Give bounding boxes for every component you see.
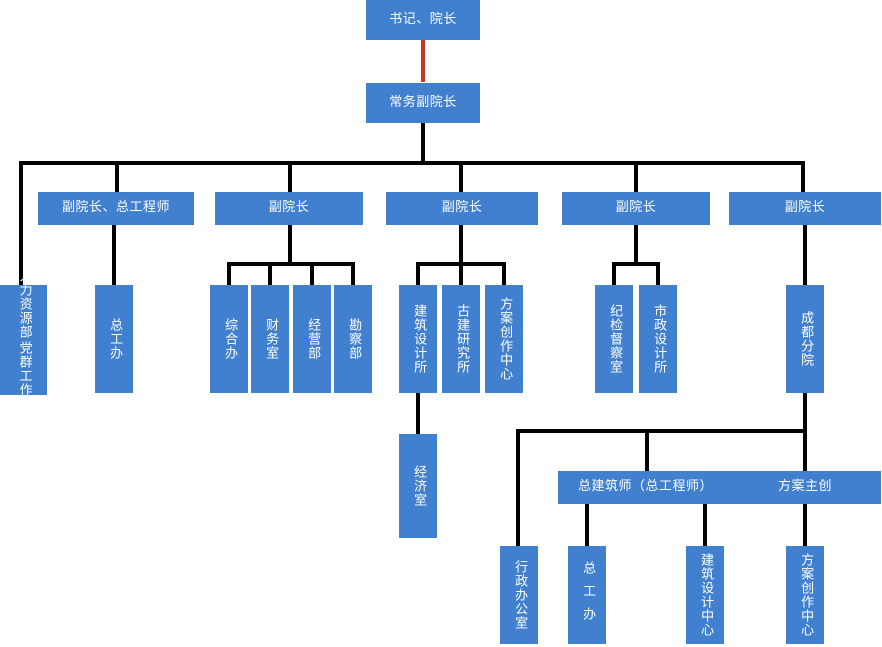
node-vice-dean-5[interactable]: 副院长 [729, 192, 881, 225]
connector-drop-arch-design-center [703, 504, 707, 546]
connector-drop-vice-dean-chief-engineer [115, 161, 119, 192]
node-scheme-creation-center-2[interactable]: 方案创作中心 [786, 546, 824, 644]
connector-drop-vice-dean-4 [634, 161, 638, 192]
node-vice-dean-3[interactable]: 副院长 [386, 192, 538, 225]
connector-chengdu-branch [803, 225, 807, 285]
node-chengdu-branch[interactable]: 成都分院 [786, 285, 824, 393]
connector-drop-vice-dean-2 [288, 161, 292, 192]
connector-vicedean2-stem [288, 225, 292, 263]
connector-drop-chief-engineer-office-2 [585, 504, 589, 546]
connector-drop-arch-design-institute [416, 262, 420, 285]
connector-drop-municipal-design [656, 262, 660, 285]
node-chief-engineer-office[interactable]: 总工办 [95, 285, 133, 393]
connector-drop-hr-party [19, 161, 23, 285]
connector-vicedean4-bus [612, 262, 660, 266]
connector-drop-ancient-arch-research [459, 262, 463, 285]
node-scheme-creation-center[interactable]: 方案创作中心 [485, 285, 523, 393]
node-operations-dept[interactable]: 经营部 [293, 285, 331, 393]
connector-economics-office [416, 393, 420, 434]
node-chief-architect[interactable]: 总建筑师（总工程师） [558, 471, 733, 504]
connector-drop-scheme-creation-center-2 [803, 504, 807, 546]
connector-drop-scheme-lead [803, 429, 807, 471]
node-party-work-dept-label: 党群工作部 [16, 341, 32, 411]
connector-vicedean4-stem [634, 225, 638, 263]
connector-drop-discipline-inspection [612, 262, 616, 285]
connector-drop-operations-dept [310, 262, 314, 285]
node-scheme-lead[interactable]: 方案主创 [729, 471, 881, 504]
connector-level3-bus [19, 161, 805, 165]
node-vice-dean-4[interactable]: 副院长 [562, 192, 710, 225]
connector-chengdu-stem [803, 393, 807, 432]
node-finance-office[interactable]: 财务室 [251, 285, 289, 393]
node-admin-office[interactable]: 行政办公室 [500, 546, 538, 644]
connector-drop-general-office [227, 262, 231, 285]
connector-vicedean3-stem [459, 225, 463, 263]
connector-exec-vice-dean-stem [421, 123, 425, 161]
node-ancient-arch-research[interactable]: 古建研究所 [442, 285, 480, 393]
connector-drop-chief-architect [645, 429, 649, 471]
connector-chief-engineer-office [112, 225, 116, 285]
connector-dean-to-exec-vice-dean [421, 40, 425, 82]
connector-drop-vice-dean-5 [801, 161, 805, 192]
node-survey-dept[interactable]: 勘察部 [334, 285, 372, 393]
node-secretary-dean[interactable]: 书记、院长 [366, 0, 480, 40]
node-chief-engineer-office-2[interactable]: 总工办 [568, 546, 606, 644]
node-executive-vice-dean[interactable]: 常务副院长 [366, 83, 480, 123]
connector-drop-admin-office [516, 429, 520, 546]
connector-drop-vice-dean-3 [459, 161, 463, 192]
node-hr-and-party-work[interactable]: 人力资源部 党群工作部 [0, 269, 47, 411]
connector-drop-survey-dept [351, 262, 355, 285]
node-arch-design-center[interactable]: 建筑设计中心 [686, 546, 724, 644]
connector-drop-scheme-creation-center [502, 262, 506, 285]
node-vice-dean-2[interactable]: 副院长 [215, 192, 363, 225]
connector-chengdu-bus [516, 429, 807, 433]
node-general-office[interactable]: 综合办 [210, 285, 248, 393]
node-discipline-inspection[interactable]: 纪检督察室 [595, 285, 633, 393]
connector-vicedean2-bus [227, 262, 355, 266]
node-economics-office[interactable]: 经济室 [399, 434, 437, 538]
connector-drop-finance-office [268, 262, 272, 285]
node-arch-design-institute[interactable]: 建筑设计所 [399, 285, 437, 393]
node-hr-dept-label: 人力资源部 [16, 269, 32, 339]
node-municipal-design-institute[interactable]: 市政设计所 [639, 285, 677, 393]
node-vice-dean-chief-engineer[interactable]: 副院长、总工程师 [38, 192, 194, 225]
